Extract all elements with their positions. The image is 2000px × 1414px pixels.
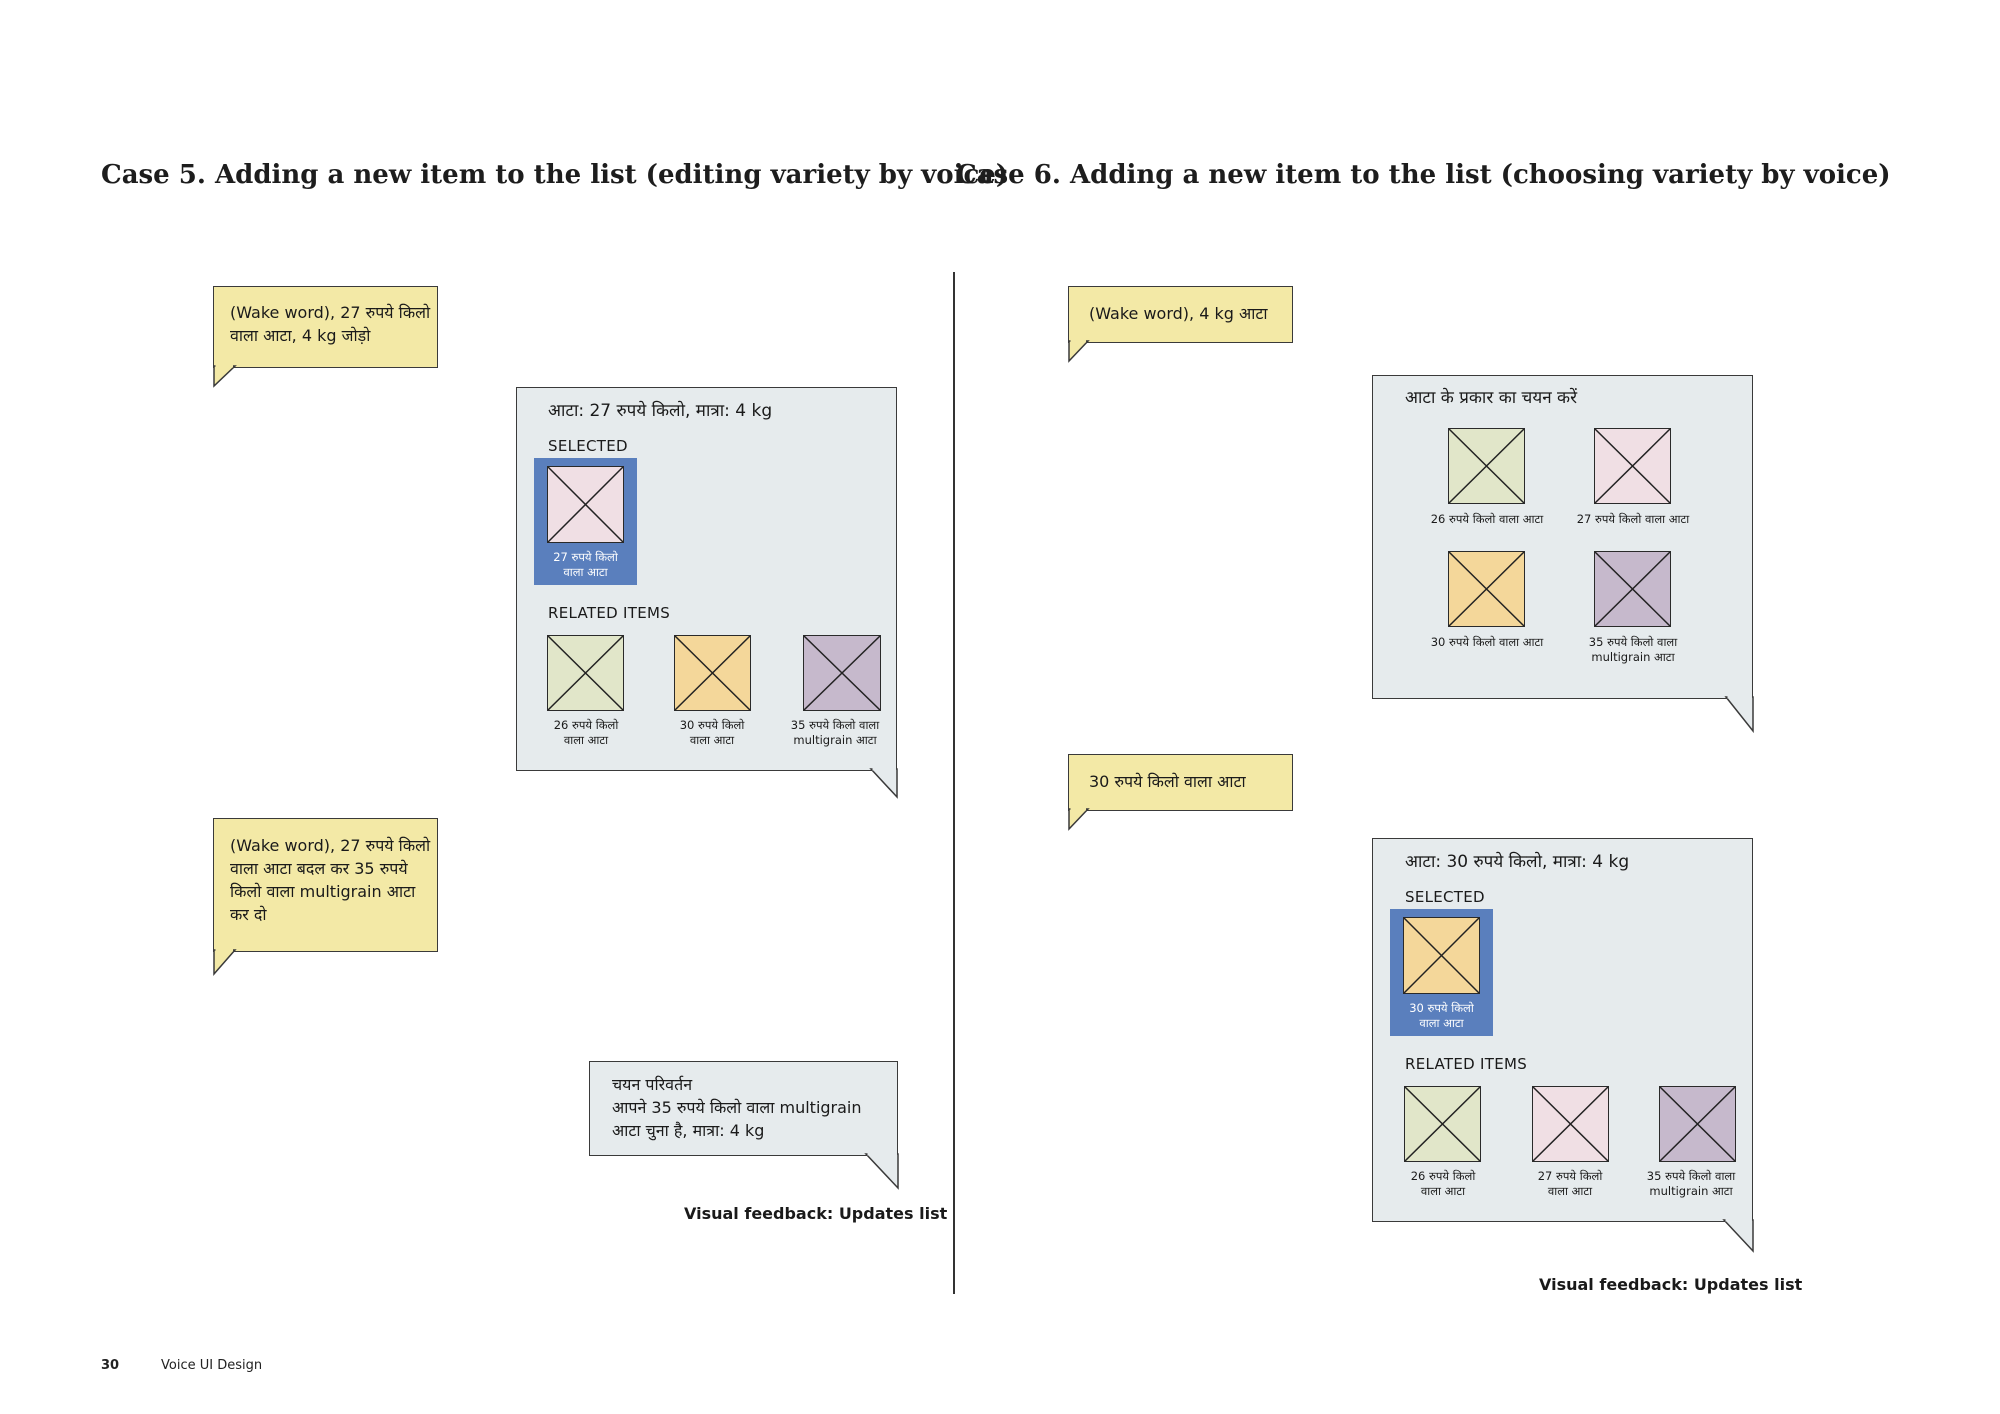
item-label-line: 27 रुपये किलो — [1537, 1169, 1603, 1183]
item-label-line: 30 रुपये किलो — [679, 718, 745, 732]
case5-user-bubble-2: (Wake word), 27 रुपये किलो वाला आटा बदल … — [213, 818, 438, 952]
item-label-line: 35 रुपये किलो वाला — [790, 718, 880, 732]
case6-response-card-tail — [1722, 1218, 1754, 1253]
case6-user-bubble-2-tail — [1068, 807, 1090, 831]
item-label-line: 35 रुपये किलो वाला — [1588, 635, 1678, 649]
bubble-line: (Wake word), 4 kg आटा — [1089, 304, 1268, 323]
item-label-line: multigrain आटा — [1649, 1184, 1733, 1198]
case5-confirmation-bubble: चयन परिवर्तन आपने 35 रुपये किलो वाला mul… — [589, 1061, 898, 1156]
case6-user-bubble-2: 30 रुपये किलो वाला आटा — [1068, 754, 1293, 811]
item-label-line: 26 रुपये किलो वाला आटा — [1430, 512, 1544, 526]
case6-feedback-note: Visual feedback: Updates list — [1539, 1275, 1803, 1294]
case6-options-card: आटा के प्रकार का चयन करें 26 रुपये किलो … — [1372, 375, 1753, 699]
item-label-line: वाला आटा — [1547, 1184, 1593, 1198]
bubble-line: किलो वाला multigrain आटा — [230, 882, 416, 901]
case5-confirmation-bubble-tail — [864, 1152, 899, 1190]
selected-label: SELECTED — [1405, 888, 1485, 906]
item-image-placeholder — [547, 466, 624, 543]
item-label-line: 26 रुपये किलो — [1410, 1169, 1476, 1183]
bubble-line: 30 रुपये किलो वाला आटा — [1089, 772, 1246, 791]
related-item-image — [547, 635, 624, 711]
column-divider — [953, 272, 955, 1294]
response-header: आटा के प्रकार का चयन करें — [1405, 388, 1578, 408]
item-label-line: वाला आटा — [563, 565, 608, 579]
item-label-line: 30 रुपये किलो वाला आटा — [1430, 635, 1544, 649]
item-label-line: 27 रुपये किलो वाला आटा — [1576, 512, 1690, 526]
selected-label: SELECTED — [548, 437, 628, 455]
related-item-image — [674, 635, 751, 711]
bubble-line: वाला आटा, 4 kg जोड़ो — [230, 326, 371, 345]
case5-user-bubble-2-tail — [213, 948, 237, 976]
bubble-line: (Wake word), 27 रुपये किलो — [230, 303, 431, 322]
item-label-line: multigrain आटा — [1591, 650, 1675, 664]
case6-title: Case 6. Adding a new item to the list (c… — [956, 160, 1891, 190]
selected-item: 27 रुपये किलो वाला आटा — [534, 458, 637, 585]
related-item-image — [1404, 1086, 1481, 1162]
option-item-image — [1594, 428, 1671, 504]
item-label-line: वाला आटा — [689, 733, 735, 747]
item-label-line: 30 रुपये किलो — [1409, 1001, 1474, 1015]
bubble-line: चयन परिवर्तन — [612, 1075, 693, 1094]
item-label-line: 35 रुपये किलो वाला — [1646, 1169, 1736, 1183]
related-item-image — [1659, 1086, 1736, 1162]
item-label-line: वाला आटा — [1420, 1184, 1466, 1198]
response-header: आटा: 27 रुपये किलो, मात्रा: 4 kg — [548, 401, 773, 421]
item-label-line: वाला आटा — [1419, 1016, 1464, 1030]
case6-response-card: आटा: 30 रुपये किलो, मात्रा: 4 kg SELECTE… — [1372, 838, 1753, 1222]
option-item-image — [1594, 551, 1671, 627]
selected-item: 30 रुपये किलो वाला आटा — [1390, 909, 1493, 1036]
case5-response-card-tail — [869, 767, 898, 799]
item-label-line: वाला आटा — [563, 733, 609, 747]
option-item-image — [1448, 428, 1525, 504]
bubble-line: वाला आटा बदल कर 35 रुपये — [230, 859, 408, 878]
bubble-line: आटा चुना है, मात्रा: 4 kg — [612, 1121, 765, 1140]
case6-user-bubble-1-tail — [1068, 339, 1090, 363]
item-label-line: 26 रुपये किलो — [553, 718, 619, 732]
related-label: RELATED ITEMS — [548, 604, 671, 622]
document-title: Voice UI Design — [161, 1358, 263, 1373]
item-label-line: multigrain आटा — [793, 733, 877, 747]
item-label-line: 27 रुपये किलो — [553, 550, 618, 564]
option-item-image — [1448, 551, 1525, 627]
response-header: आटा: 30 रुपये किलो, मात्रा: 4 kg — [1405, 852, 1630, 872]
case5-user-bubble-1: (Wake word), 27 रुपये किलो वाला आटा, 4 k… — [213, 286, 438, 368]
related-item-image — [803, 635, 881, 711]
related-item-image — [1532, 1086, 1609, 1162]
related-label: RELATED ITEMS — [1405, 1055, 1528, 1073]
case6-options-card-tail — [1724, 695, 1754, 734]
bubble-line: कर दो — [230, 905, 267, 924]
case5-feedback-note: Visual feedback: Updates list — [684, 1204, 948, 1223]
case5-title: Case 5. Adding a new item to the list (e… — [101, 160, 1009, 190]
bubble-line: (Wake word), 27 रुपये किलो — [230, 836, 431, 855]
case6-user-bubble-1: (Wake word), 4 kg आटा — [1068, 286, 1293, 343]
case5-user-bubble-1-tail — [213, 364, 237, 388]
page-number: 30 — [101, 1358, 120, 1373]
item-image-placeholder — [1403, 917, 1480, 994]
case5-response-card: आटा: 27 रुपये किलो, मात्रा: 4 kg SELECTE… — [516, 387, 897, 771]
bubble-line: आपने 35 रुपये किलो वाला multigrain — [612, 1098, 862, 1117]
